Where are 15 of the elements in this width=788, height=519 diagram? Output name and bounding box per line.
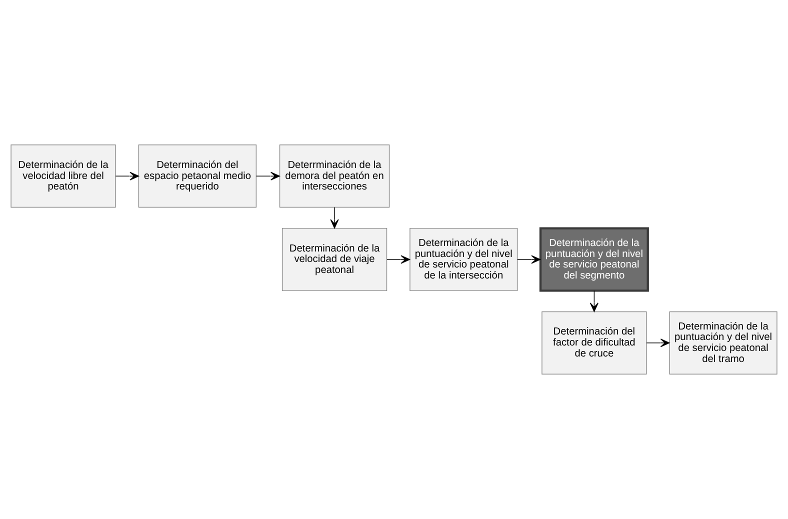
- node-box: Determinación de la velocidad libre del peatón: [10, 144, 116, 208]
- node-box: Determinación del factor de dificultad de cruce: [542, 311, 647, 374]
- arrow: [115, 172, 140, 180]
- arrow: [646, 338, 670, 348]
- arrow: [330, 206, 339, 229]
- node-box: Determinación de la puntuación y del nivel de servicio peatonal del tramo: [669, 311, 778, 374]
- node-box: Determinación de la velocidad de viaje peatonal: [282, 228, 388, 292]
- node-box: Determinación de la puntuación y del nivel de servicio peatonal del segmento: [539, 227, 649, 292]
- arrow: [386, 255, 410, 264]
- node-box: Determinación de la puntuación y del nivel de servicio peatonal de la intersección: [410, 228, 518, 292]
- node-box: Deterrminación de la demora del peatón en intersecciones: [279, 144, 390, 208]
- node-box: Determinación del espacio petaonal medio requerido: [138, 144, 257, 208]
- arrow: [517, 255, 541, 264]
- arrow: [256, 172, 280, 180]
- arrow: [590, 290, 598, 312]
